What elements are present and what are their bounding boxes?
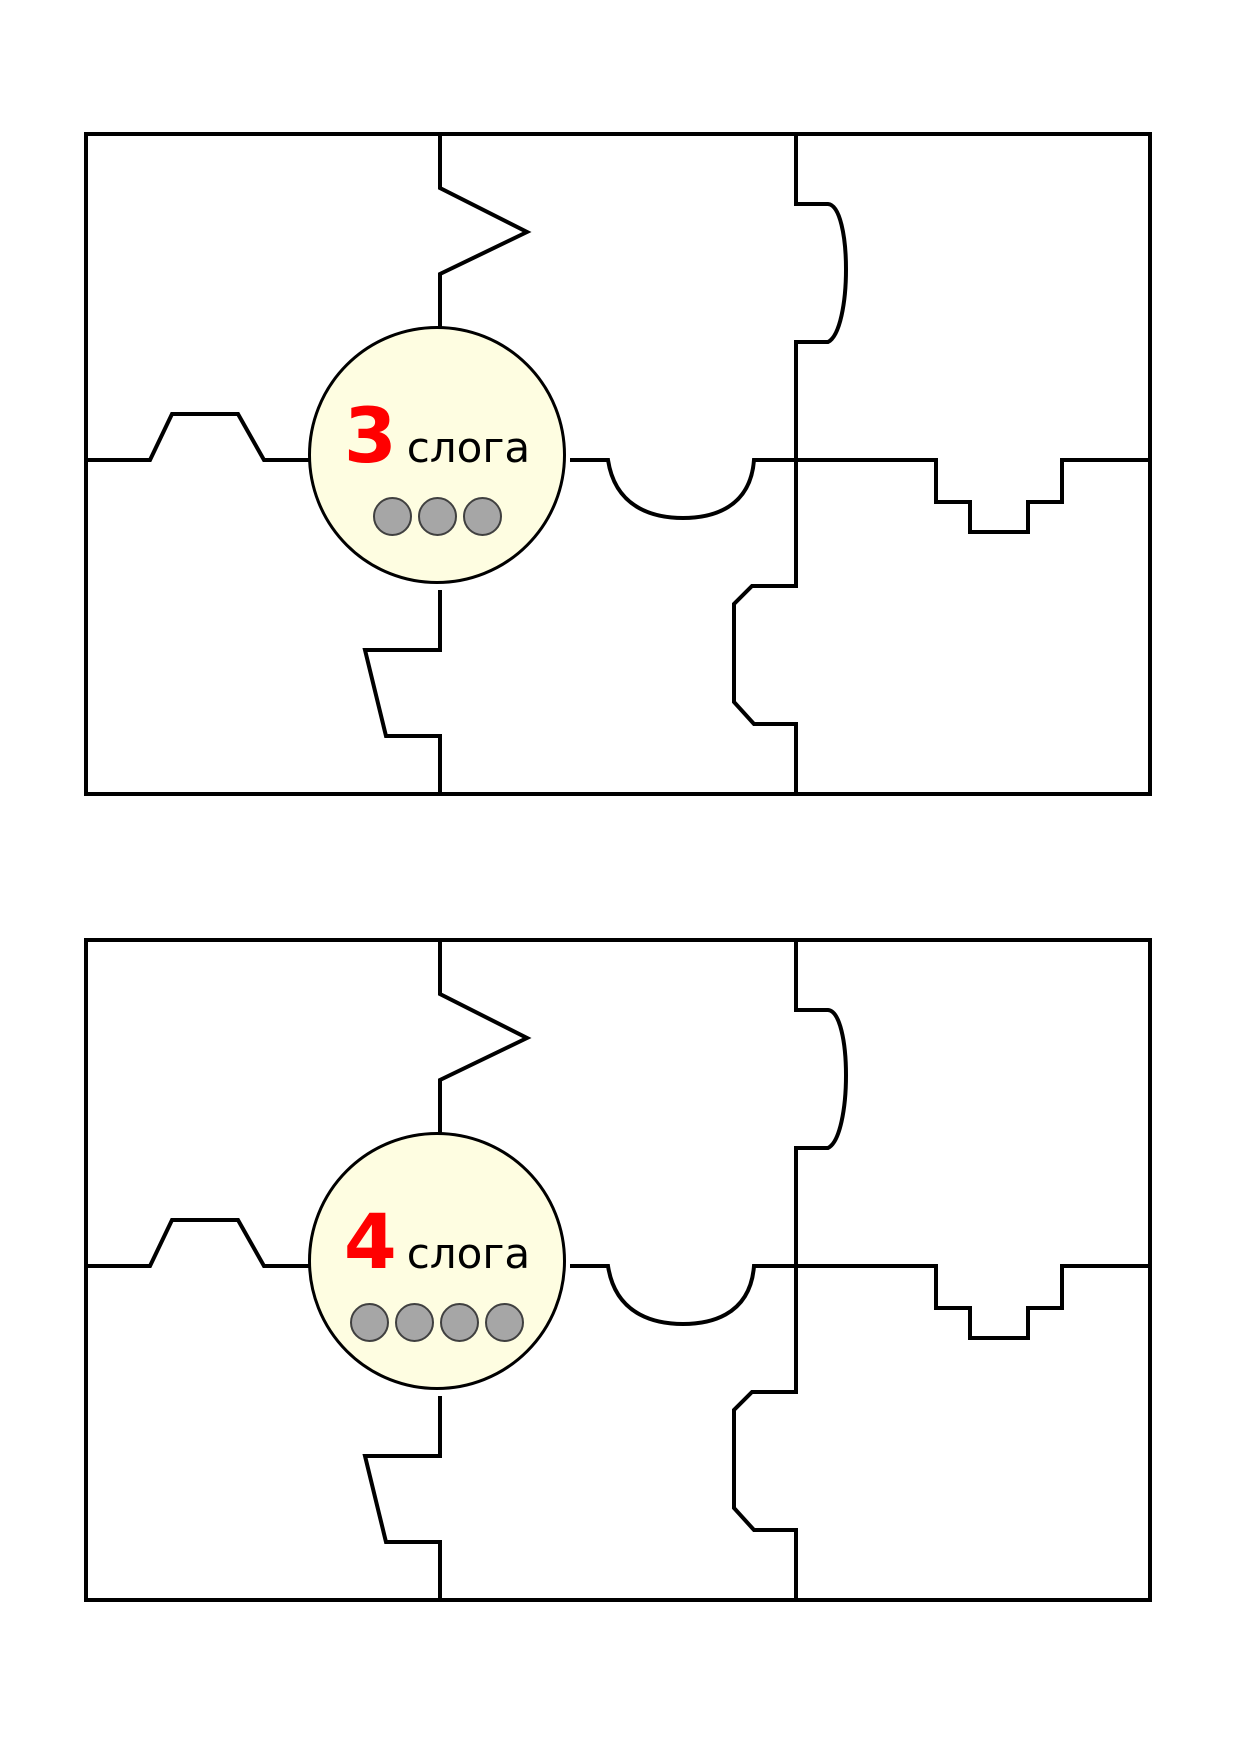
- cut-semicircle: [570, 1264, 796, 1327]
- puzzle-frame: [84, 132, 1152, 796]
- puzzle-outline: [84, 132, 1152, 796]
- cut-trapezoid: [362, 590, 442, 794]
- syllable-dot: [462, 497, 502, 536]
- syllable-count: 3: [343, 391, 397, 480]
- cut-octagon-tab: [732, 460, 798, 794]
- syllable-dot: [350, 1303, 389, 1342]
- cut-step-notch: [796, 458, 1150, 534]
- syllable-dot: [485, 1303, 524, 1342]
- syllable-dot: [395, 1303, 434, 1342]
- cut-round-tab: [794, 940, 848, 1266]
- cut-semicircle: [570, 458, 796, 521]
- syllable-dot: [372, 497, 412, 536]
- cut-bump: [86, 412, 310, 462]
- syllable-word: слога: [406, 423, 531, 472]
- puzzle-frame: [84, 938, 1152, 1602]
- cut-zigzag: [438, 134, 532, 330]
- cut-round-tab: [794, 134, 848, 460]
- cut-zigzag: [438, 940, 532, 1136]
- syllable-dots: [311, 1303, 563, 1342]
- syllable-dot: [440, 1303, 479, 1342]
- cut-trapezoid: [362, 1396, 442, 1600]
- syllable-count: 4: [343, 1197, 397, 1286]
- puzzle-outline: [84, 938, 1152, 1602]
- syllable-word: слога: [406, 1229, 531, 1278]
- cut-octagon-tab: [732, 1266, 798, 1600]
- cut-bump: [86, 1218, 310, 1268]
- syllable-dots: [311, 497, 563, 536]
- cut-step-notch: [796, 1264, 1150, 1340]
- syllable-dot: [417, 497, 457, 536]
